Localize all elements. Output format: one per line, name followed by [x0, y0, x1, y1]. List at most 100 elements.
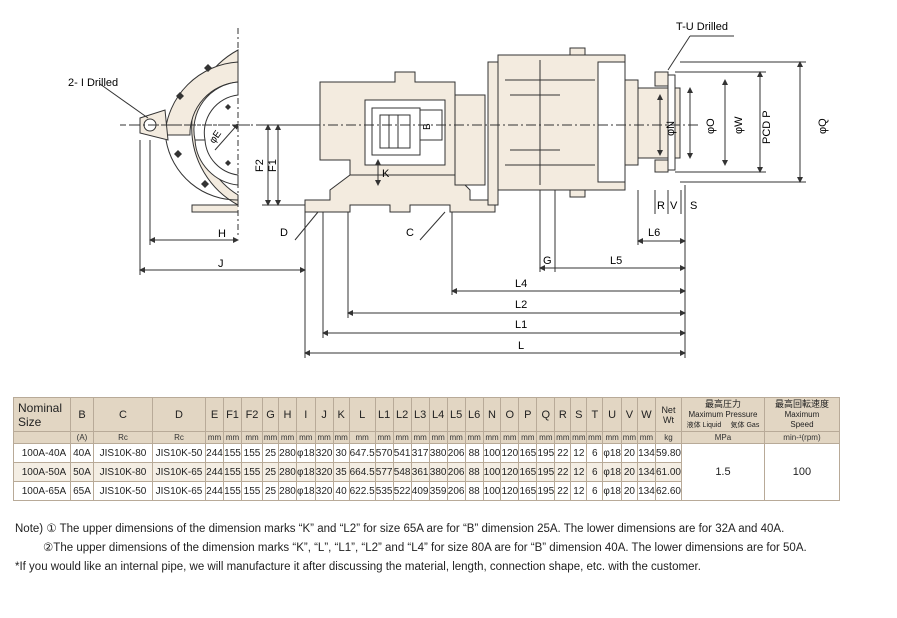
table-cell: 244 [205, 443, 224, 463]
header-l3: L3 [410, 397, 430, 432]
table-cell: 155 [241, 443, 263, 463]
header-max-pressure: 最高圧力 Maximum Pressure 液体 Liquid 気体 Gas [680, 397, 765, 432]
dimension-table: Nominal Size B C D E F1 F2 G H I J K L L… [13, 397, 840, 501]
table-cell: φ18 [602, 462, 622, 482]
unit-cell: mm [636, 431, 656, 444]
table-cell: 280 [278, 443, 297, 463]
unit-cell: mm [314, 431, 334, 444]
table-cell: 206 [446, 462, 466, 482]
header-k: K [332, 397, 350, 432]
table-cell: 88 [464, 462, 484, 482]
table-cell: JIS10K-50 [152, 443, 206, 463]
dim-l6-label: L6 [648, 227, 660, 239]
rotary-joint-drawing: φE 2- I Drilled H J [68, 21, 829, 358]
unit-cell: mm [536, 431, 556, 444]
unit-cell: mm [205, 431, 224, 444]
table-cell: 6 [586, 481, 604, 501]
unit-cell: mm [374, 431, 394, 444]
unit-cell: mm [428, 431, 448, 444]
table-cell: 88 [464, 443, 484, 463]
f-dimensions [262, 124, 320, 206]
header-i: I [296, 397, 316, 432]
table-cell: 195 [536, 462, 556, 482]
main-body [304, 47, 681, 213]
pressure-sub: 液体 Liquid 気体 Gas [682, 420, 764, 430]
table-cell: 59.80 [654, 443, 682, 463]
unit-cell: mm [464, 431, 484, 444]
table-cell: 165 [518, 481, 538, 501]
table-cell: 100 [482, 481, 502, 501]
table-cell: 12 [570, 481, 588, 501]
table-cell: 61.00 [654, 462, 682, 482]
table-cell: 664.5 [348, 462, 376, 482]
table-cell: 522 [392, 481, 412, 501]
end-view [120, 28, 250, 235]
bolt-holes [174, 64, 231, 188]
note-2: ②The upper dimensions of the dimension m… [43, 542, 807, 554]
unit-cell: kg [654, 431, 682, 444]
unit-cell: mm [500, 431, 520, 444]
table-cell: 165 [518, 462, 538, 482]
i-drilled-label: 2- I Drilled [68, 77, 118, 89]
header-h: H [278, 397, 297, 432]
dim-o-label: φO [705, 118, 717, 134]
table-cell: 25 [262, 481, 279, 501]
dim-pcd-label: PCD P [761, 110, 773, 144]
unit-cell: mm [446, 431, 466, 444]
table-cell: 6 [586, 462, 604, 482]
table-cell: 244 [205, 481, 224, 501]
table-header-row: Nominal Size B C D E F1 F2 G H I J K L L… [13, 397, 840, 432]
table-cell: 22 [554, 462, 572, 482]
dim-q-label: φQ [817, 118, 829, 134]
header-n: N [482, 397, 502, 432]
unit-cell: mm [410, 431, 430, 444]
table-cell: 62.60 [654, 481, 682, 501]
dim-n-label: φN [665, 121, 677, 136]
header-g: G [262, 397, 279, 432]
diameter-dimensions [657, 61, 806, 183]
pressure-jp: 最高圧力 [704, 399, 741, 409]
table-cell: JIS10K-50 [93, 481, 153, 501]
table-cell: 577 [374, 462, 394, 482]
header-v: V [620, 397, 638, 432]
speed-en2: Speed [790, 420, 814, 429]
header-max-speed: 最高回転速度 Maximum Speed [763, 397, 840, 432]
table-cell: 100A-50A [13, 462, 71, 482]
table-cell: 155 [223, 462, 242, 482]
header-e: E [205, 397, 224, 432]
table-cell: JIS10K-80 [93, 462, 153, 482]
table-cell: 134 [636, 443, 656, 463]
table-cell: 22 [554, 481, 572, 501]
length-dimensions [304, 185, 686, 358]
table-cell: 535 [374, 481, 394, 501]
max-speed-value: 100 [763, 443, 840, 501]
header-l5: L5 [446, 397, 466, 432]
dim-f1-label: F1 [267, 159, 279, 172]
table-cell: 35 [332, 462, 350, 482]
header-j: J [314, 397, 334, 432]
header-p: P [518, 397, 538, 432]
table-cell: 120 [500, 481, 520, 501]
dim-h-label: H [218, 228, 226, 240]
table-cell: 25 [262, 443, 279, 463]
header-nominal-size: Nominal Size [13, 397, 71, 432]
speed-unit: min-¹(rpm) [763, 431, 840, 444]
table-cell: 20 [620, 462, 638, 482]
speed-jp: 最高回転速度 [774, 399, 829, 409]
table-cell: JIS10K-65 [152, 481, 206, 501]
table-cell: 280 [278, 462, 297, 482]
table-cell: 244 [205, 462, 224, 482]
table-cell: 409 [410, 481, 430, 501]
unit-cell: mm [570, 431, 588, 444]
unit-cell: mm [620, 431, 638, 444]
dim-c-label: C [406, 227, 414, 239]
table-cell: φ18 [602, 481, 622, 501]
unit-cell: mm [348, 431, 376, 444]
header-l4: L4 [428, 397, 448, 432]
header-net-wt: Net Wt [654, 397, 682, 432]
header-l: L [348, 397, 376, 432]
table-cell: 30 [332, 443, 350, 463]
